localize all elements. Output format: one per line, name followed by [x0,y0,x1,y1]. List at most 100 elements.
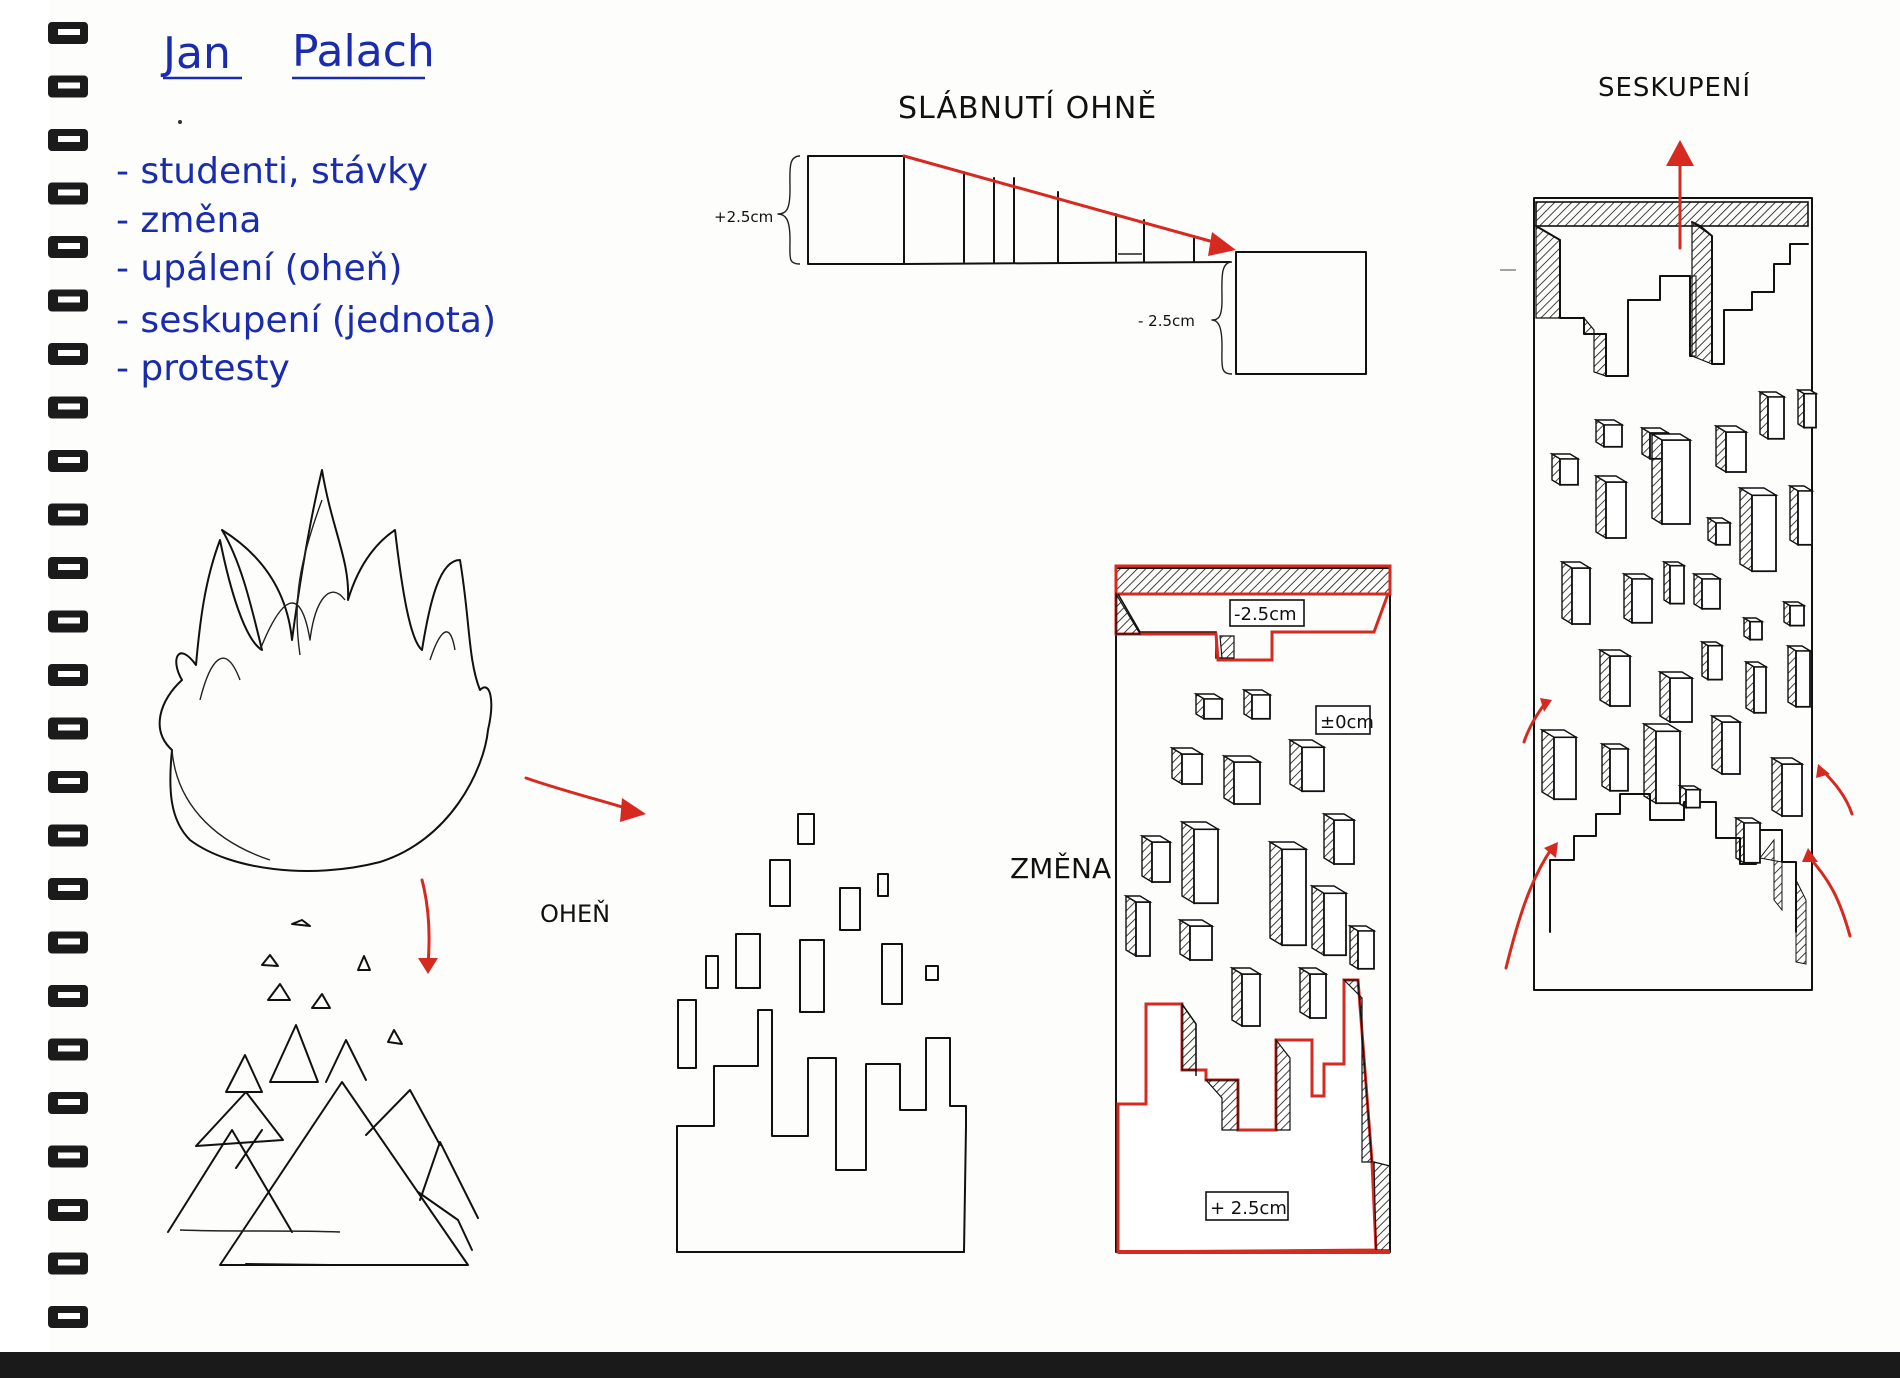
note-4: - seskupení (jednota) [116,300,496,341]
block-shadow-face [1299,966,1311,1020]
block-shadow-face [1181,820,1195,905]
spiral-ring-gap [58,29,80,35]
block-front-face [1357,929,1375,970]
grouping-panel-sketch [1504,140,1854,991]
block-front-face [1333,819,1355,865]
block-front-face [1241,973,1261,1027]
block-top-face [1743,661,1769,668]
block-front-face [1609,747,1629,792]
spiral-binding [48,22,88,1328]
spiral-ring-gap [58,1259,80,1266]
block-top-face [1787,485,1815,492]
block-shadow-face [1289,738,1303,793]
block-front-face [1609,655,1631,707]
block-top-face [1179,821,1221,830]
block-front-face [1751,494,1777,573]
block-top-face [1549,453,1581,460]
spiral-ring-gap [58,1313,80,1319]
block-top-face [1737,487,1779,496]
block-top-face [1741,617,1765,623]
spiral-ring-gap [58,671,80,677]
block-top-face [1599,743,1631,750]
measurement-plus-change: + 2.5cm [1210,1198,1287,1219]
pen-dot [178,120,182,124]
block-front-face [1721,721,1741,775]
block-top-face [1123,895,1153,903]
block-front-face [1715,521,1731,546]
block-top-face [1639,427,1671,434]
block-front-face [1685,788,1701,809]
block-front-face [1797,489,1813,546]
block-front-face [1151,841,1171,883]
block-top-face [1593,419,1625,426]
triangles-sketch [167,919,479,1266]
block-shadow-face [1179,918,1191,962]
block-top-face [1597,649,1633,657]
block-shadow-face [1659,670,1671,724]
block-front-face [1669,564,1685,605]
block-top-face [1321,813,1357,821]
block-front-face [1281,848,1307,947]
measurement-minus-top: - 2.5cm [1138,312,1195,330]
block-front-face [1631,577,1653,624]
spiral-ring-gap [58,1152,80,1159]
block-shadow-face [1759,390,1769,441]
block-top-face [1297,967,1329,975]
title-last-name: Palach [292,26,435,77]
block-front-face [1749,620,1763,641]
block-top-face [1221,755,1263,763]
block-top-face [1781,601,1807,607]
red-arrow-flame-to-triangles [420,878,431,967]
block-top-face [1309,885,1349,894]
block-top-face [1769,757,1805,765]
block-front-face [1795,649,1811,708]
measurement-minus-change: -2.5cm [1234,604,1297,625]
spiral-ring-gap [58,1206,80,1212]
block-shadow-face [1623,572,1633,625]
block-top-face [1709,715,1743,723]
spiral-ring-gap [58,243,80,249]
block-front-face [1743,821,1761,864]
measurement-zero-change: ±0cm [1320,712,1374,733]
block-shadow-face [1125,894,1137,958]
note-5: - protesty [116,348,290,389]
note-3: - upálení (oheň) [116,248,402,289]
spiral-ring-gap [58,82,80,89]
block-front-face [1189,925,1213,961]
block-top-face [1139,835,1173,843]
block-shadow-face [1739,486,1753,573]
block-front-face [1233,761,1261,805]
flame-sketch [158,469,493,872]
spiral-ring-gap [58,885,80,891]
change-floating-blocks [1123,688,1377,1028]
block-front-face [1661,439,1691,525]
grouping-floating-blocks [1539,388,1819,865]
block-shadow-face [1711,714,1723,776]
fire-fading-diagram: +2.5cm - 2.5cm [714,154,1367,375]
block-top-face [1641,723,1683,732]
block-front-face [1725,431,1747,473]
measurement-plus-top: +2.5cm [714,208,773,226]
spiral-ring-gap [58,938,80,945]
block-shadow-face [1651,432,1663,526]
block-top-face [1677,785,1703,791]
note-1: - studenti, stávky [116,151,428,192]
block-shadow-face [1643,722,1657,805]
block-front-face [1181,753,1203,785]
block-shadow-face [1599,648,1611,708]
block-front-face [1203,697,1223,720]
block-front-face [1135,901,1151,957]
block-front-face [1701,577,1721,610]
block-top-face [1657,671,1695,679]
block-front-face [1553,736,1577,801]
block-front-face [1309,973,1327,1019]
block-top-face [1733,817,1763,824]
block-front-face [1559,457,1579,486]
block-front-face [1707,644,1723,681]
block-front-face [1301,746,1325,793]
block-top-face [1757,391,1787,398]
red-arrowhead-slope [1208,232,1236,256]
block-shadow-face [1735,816,1745,865]
block-shadow-face [1787,644,1797,709]
block-front-face [1669,677,1693,723]
